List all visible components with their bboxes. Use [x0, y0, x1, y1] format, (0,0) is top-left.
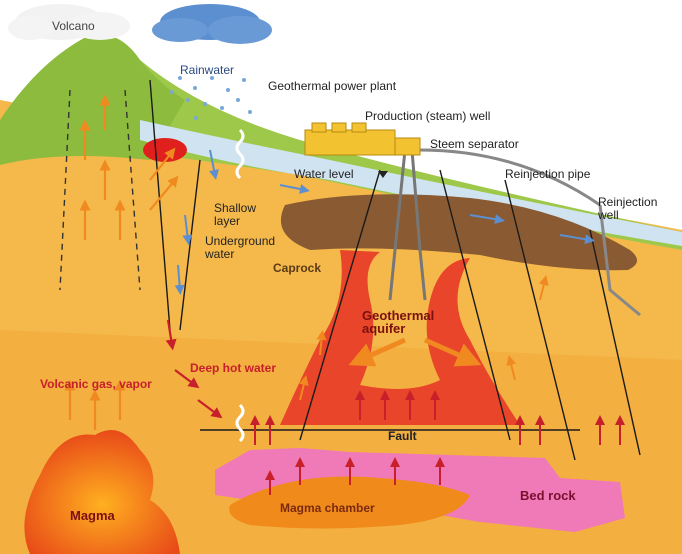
- label-rainwater: Rainwater: [180, 63, 234, 77]
- label-reinjection-pipe: Reinjection pipe: [505, 167, 591, 181]
- label-caprock: Caprock: [273, 261, 321, 275]
- label-volcanic-gas: Volcanic gas, vapor: [40, 377, 152, 391]
- label-fault: Fault: [388, 429, 417, 443]
- label-bed-rock: Bed rock: [520, 488, 576, 503]
- label-magma: Magma: [70, 508, 116, 523]
- label-volcano: Volcano: [52, 19, 95, 33]
- label-production-well: Production (steam) well: [365, 109, 490, 123]
- label-magma-chamber: Magma chamber: [280, 501, 375, 515]
- label-power-plant: Geothermal power plant: [268, 79, 397, 93]
- label-deep-hot-water: Deep hot water: [190, 361, 276, 375]
- label-water-level: Water level: [294, 167, 354, 181]
- hot-spot: [143, 138, 187, 162]
- label-steam-separator: Steem separator: [430, 137, 519, 151]
